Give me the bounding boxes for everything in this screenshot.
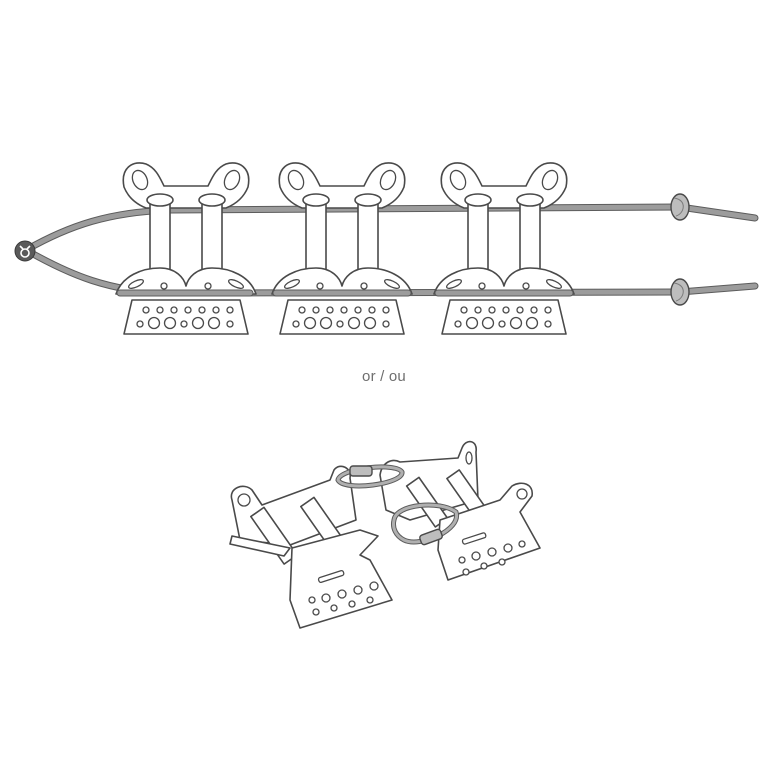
rope-upper bbox=[23, 204, 683, 253]
connector-lower bbox=[391, 502, 459, 546]
step-unit-perspective-left bbox=[229, 465, 393, 629]
knot-lower bbox=[670, 278, 690, 306]
connector-upper bbox=[335, 464, 405, 489]
bottom-illustration bbox=[229, 440, 541, 629]
step-unit-perspective-right bbox=[379, 440, 541, 581]
knot-upper bbox=[670, 193, 690, 221]
step-unit-3 bbox=[433, 162, 575, 335]
step-unit-2 bbox=[271, 162, 413, 335]
step-unit-1 bbox=[115, 162, 257, 335]
ring-icon bbox=[14, 240, 36, 262]
separator-caption: or / ou bbox=[362, 368, 406, 385]
